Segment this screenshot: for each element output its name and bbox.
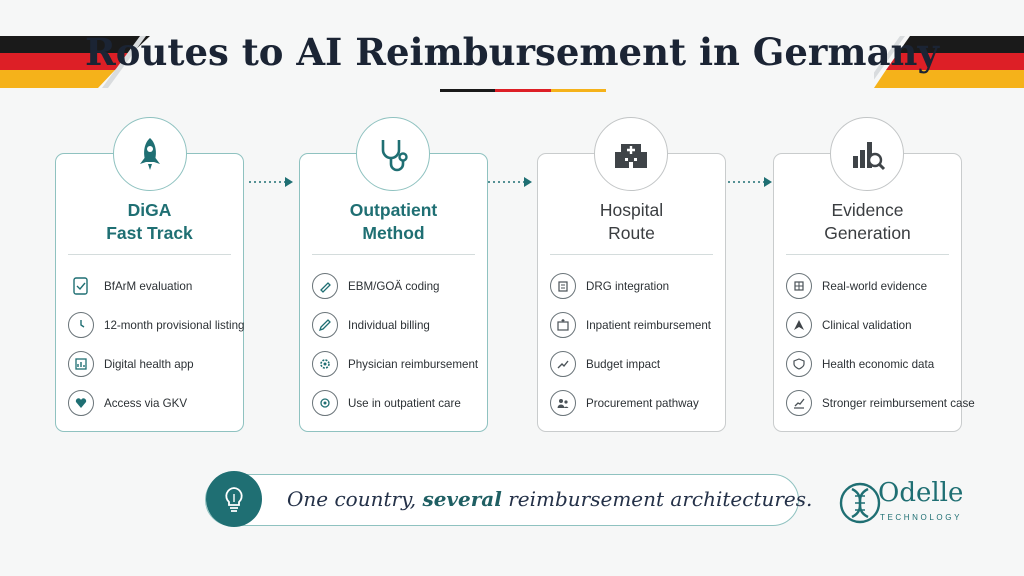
shield-heart-icon [786, 351, 812, 377]
title-underline [440, 89, 606, 92]
list-item: Health economic data [786, 350, 955, 378]
location-icon [312, 390, 338, 416]
card-divider [312, 254, 475, 255]
card-divider [786, 254, 949, 255]
tagline-banner [205, 474, 799, 526]
list-item: Clinical validation [786, 311, 955, 339]
page-title: Routes to AI Reimbursement in Germany [85, 30, 939, 74]
app-chart-icon [68, 351, 94, 377]
german-flag-right-decoration [874, 36, 1024, 88]
edit-icon [312, 312, 338, 338]
pyramid-icon [786, 312, 812, 338]
german-flag-left-decoration [0, 36, 150, 88]
growth-chart-icon [786, 390, 812, 416]
connector-arrow [488, 177, 532, 187]
hospital-icon [594, 117, 668, 191]
connector-arrow [728, 177, 772, 187]
chart-search-icon [830, 117, 904, 191]
lightbulb-icon [206, 471, 262, 527]
connector-arrow [249, 177, 293, 187]
gear-icon [312, 351, 338, 377]
odelle-logo-icon [839, 482, 881, 524]
clipboard-check-icon [68, 273, 94, 299]
list-item: Physician reimbursement [312, 350, 481, 378]
tagline: One country, several reimbursement archi… [287, 487, 813, 511]
list-item: Digital health app [68, 350, 237, 378]
brand-subtitle: TECHNOLOGY [880, 513, 963, 522]
trend-icon [550, 351, 576, 377]
list-item: Real-world evidence [786, 272, 955, 300]
list-item: Access via GKV [68, 389, 237, 417]
list-item: Individual billing [312, 311, 481, 339]
pen-icon [312, 273, 338, 299]
stethoscope-icon [356, 117, 430, 191]
clinic-icon [550, 312, 576, 338]
list-item: Budget impact [550, 350, 719, 378]
list-item: Use in outpatient care [312, 389, 481, 417]
rocket-icon [113, 117, 187, 191]
list-item: BfArM evaluation [68, 272, 237, 300]
list-item: 12-month provisional listing [68, 311, 244, 339]
heart-check-icon [68, 390, 94, 416]
grid-icon [786, 273, 812, 299]
list-item: EBM/GOÄ coding [312, 272, 481, 300]
list-item: Stronger reimbursement case [786, 389, 975, 417]
building-icon [550, 273, 576, 299]
card-divider [550, 254, 713, 255]
people-icon [550, 390, 576, 416]
list-item: DRG integration [550, 272, 719, 300]
clock-icon [68, 312, 94, 338]
brand-name: Odelle [878, 478, 964, 508]
list-item: Procurement pathway [550, 389, 719, 417]
card-divider [68, 254, 231, 255]
list-item: Inpatient reimbursement [550, 311, 719, 339]
